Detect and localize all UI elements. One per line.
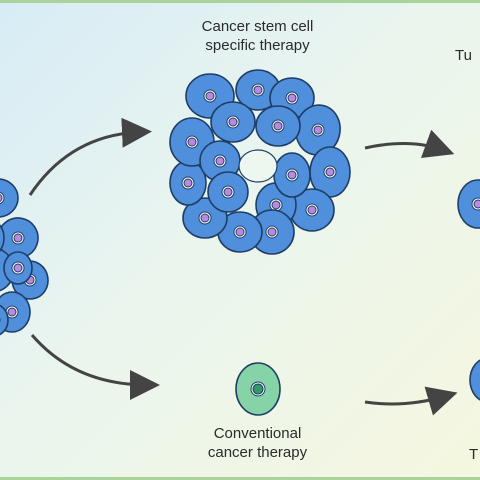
nucleus xyxy=(271,200,281,210)
tumor-cell xyxy=(169,160,207,206)
arrow-to-stem-therapy xyxy=(28,117,152,196)
nucleus xyxy=(223,187,233,197)
cell-body xyxy=(0,224,5,252)
nucleus xyxy=(183,178,193,188)
right-bottom-outcome-partial xyxy=(469,359,480,401)
nucleus xyxy=(325,167,335,177)
tumor-cell xyxy=(207,171,249,213)
tumor-cell xyxy=(0,217,39,259)
arrow-to-bottom-outcome xyxy=(364,386,458,416)
conventional-therapy-label-line2: cancer therapy xyxy=(207,444,308,461)
nucleus xyxy=(7,307,17,317)
tumor-cell xyxy=(3,251,33,285)
tumor-cell xyxy=(0,178,19,218)
nucleus xyxy=(0,193,3,203)
tumor-cell xyxy=(249,209,295,255)
bottom-right-outcome-label: T xyxy=(469,446,479,463)
original-tumor xyxy=(0,178,49,336)
nucleus xyxy=(253,85,263,95)
right-top-outcome-partial xyxy=(457,179,480,229)
conventional-therapy-label: Conventional cancer therapy xyxy=(180,424,335,462)
tumor-cell xyxy=(469,359,480,401)
surviving-stem-cell xyxy=(235,362,281,416)
nucleus xyxy=(235,227,245,237)
tumor-cell xyxy=(199,140,241,182)
nucleus xyxy=(287,170,297,180)
arrow-to-conventional-therapy xyxy=(30,334,160,400)
nucleus xyxy=(13,263,23,273)
nucleus xyxy=(313,125,323,135)
stem-nucleus xyxy=(252,383,264,395)
nucleus xyxy=(228,117,238,127)
cell-body xyxy=(0,304,9,336)
nucleus xyxy=(215,156,225,166)
stem-therapy-label-line2: specific therapy xyxy=(205,37,310,54)
tumor-cell xyxy=(0,304,9,336)
nucleus xyxy=(200,213,210,223)
cell-body xyxy=(469,359,480,401)
cell-body xyxy=(457,179,480,229)
tumor-cell xyxy=(255,105,301,147)
tumor-after-stem-therapy xyxy=(169,69,351,255)
tumor-cell xyxy=(457,179,480,229)
tumor-cell xyxy=(273,152,311,198)
nucleus xyxy=(13,233,23,243)
ring-center-hole xyxy=(238,149,278,183)
top-right-outcome-label: Tu xyxy=(455,47,472,64)
nucleus xyxy=(307,205,317,215)
conventional-therapy-label-line1: Conventional xyxy=(213,425,302,442)
nucleus xyxy=(205,91,215,101)
nucleus xyxy=(273,121,283,131)
nucleus xyxy=(187,137,197,147)
tumor-cell xyxy=(217,211,263,253)
arrow-to-top-outcome xyxy=(364,129,455,158)
nucleus xyxy=(473,199,480,209)
nucleus xyxy=(287,93,297,103)
nucleus xyxy=(267,227,277,237)
stem-therapy-label: Cancer stem cell specific therapy xyxy=(170,17,345,55)
stem-therapy-label-line1: Cancer stem cell xyxy=(201,18,314,35)
tumor-cell xyxy=(210,101,256,143)
cell-body xyxy=(0,178,19,218)
tumor-cell xyxy=(0,224,5,252)
flow-arrows xyxy=(28,117,458,416)
